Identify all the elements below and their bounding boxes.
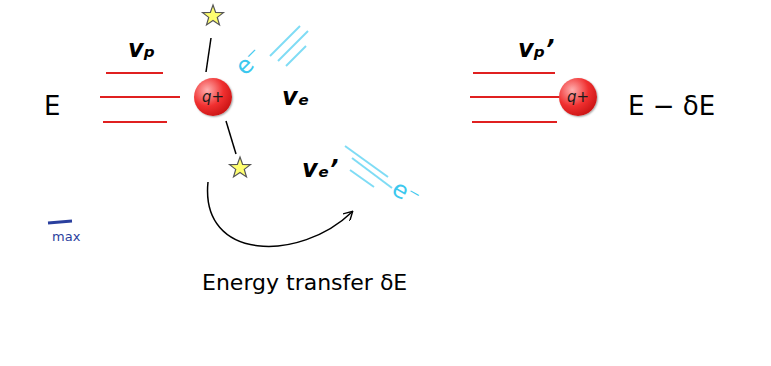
electron-symbol: e⁻ <box>387 175 425 213</box>
charge-label: q+ <box>202 88 224 106</box>
velocity-label: vₑ’ <box>302 156 338 184</box>
velocity-label: vₚ <box>128 36 155 64</box>
particle-sphere: q+ <box>194 78 232 116</box>
velocity-label: vₑ <box>282 84 309 112</box>
energy-label: E <box>44 92 60 122</box>
energy-label: E − δE <box>628 92 715 122</box>
electron-trail <box>345 146 392 188</box>
proton-beam <box>470 73 560 122</box>
velocity-label: vₚ’ <box>518 36 554 64</box>
particle-sphere: q+ <box>559 78 597 116</box>
proton-beam <box>100 73 180 122</box>
charge-label: q+ <box>567 88 589 106</box>
electron-trail <box>270 26 308 66</box>
electron-symbol: e⁻ <box>230 42 269 81</box>
cut-off-text: max <box>52 230 80 245</box>
cut-off-mark <box>48 221 72 223</box>
caption-text: Energy transfer δE <box>202 270 407 295</box>
transfer-arrow <box>208 182 352 246</box>
